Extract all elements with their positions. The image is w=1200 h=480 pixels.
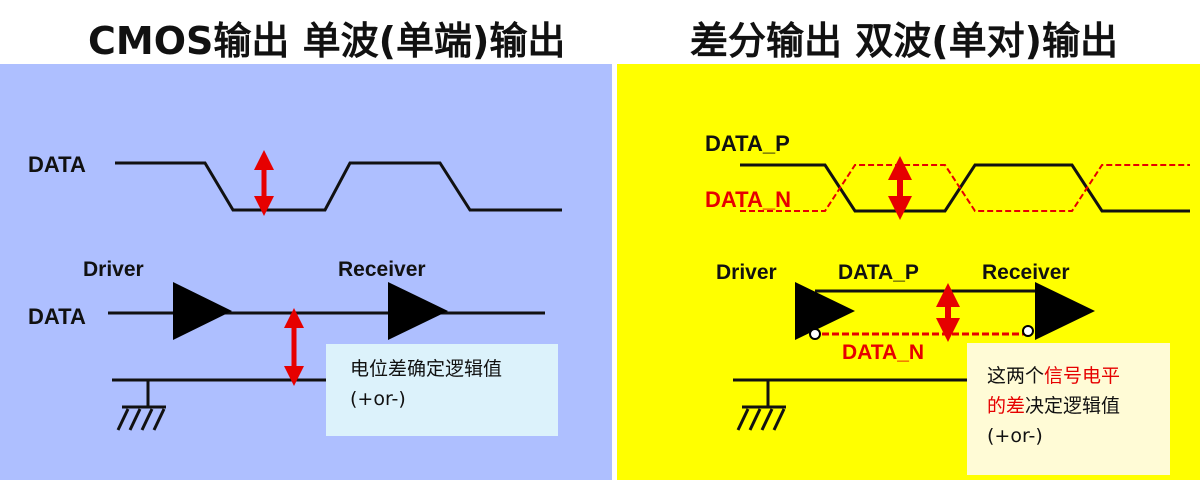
driver-inverted-output xyxy=(809,328,821,340)
driver-label: Driver xyxy=(716,261,777,284)
data-line-label: DATA xyxy=(28,304,86,329)
differential-note: 这两个信号电平 的差决定逻辑值 (+or-) xyxy=(967,343,1170,475)
receiver-inverted-input xyxy=(1022,325,1034,337)
driver-buffer xyxy=(795,282,855,340)
receiver-buffer xyxy=(1035,282,1095,340)
receiver-label: Receiver xyxy=(982,261,1070,284)
receiver-buffer xyxy=(388,282,448,340)
ground-symbol xyxy=(116,380,166,431)
note-text: 决定逻辑值 xyxy=(1025,395,1121,417)
data-p-line-label: DATA_P xyxy=(838,261,919,284)
data-n-waveform xyxy=(740,164,1190,212)
data-signal-label: DATA xyxy=(28,152,86,177)
cmos-note: 电位差确定逻辑值 (+or-) xyxy=(326,344,558,436)
note-text: 这两个 xyxy=(987,365,1045,387)
note-line: (+or-) xyxy=(987,425,1043,447)
data-p-signal-label: DATA_P xyxy=(705,131,790,156)
note-line: 电位差确定逻辑值 xyxy=(350,358,503,380)
data-n-line-label: DATA_N xyxy=(842,341,924,364)
note-highlight: 信号电平 xyxy=(1044,365,1121,387)
data-n-signal-label: DATA_N xyxy=(705,187,791,212)
differential-output-title: 差分输出 双波(单对)输出 xyxy=(690,19,1118,63)
note-line: (+or-) xyxy=(350,388,406,410)
receiver-label: Receiver xyxy=(338,258,426,281)
note-highlight: 的差 xyxy=(987,395,1026,417)
note-line: 的差决定逻辑值 xyxy=(987,391,1170,421)
driver-label: Driver xyxy=(83,258,144,281)
cmos-waveform xyxy=(115,161,562,212)
note-line: 这两个信号电平 xyxy=(987,361,1170,391)
data-p-waveform xyxy=(740,163,1190,213)
cmos-output-title: CMOS输出 单波(单端)输出 xyxy=(88,19,566,63)
ground-symbol xyxy=(736,380,786,431)
driver-buffer xyxy=(173,282,232,340)
